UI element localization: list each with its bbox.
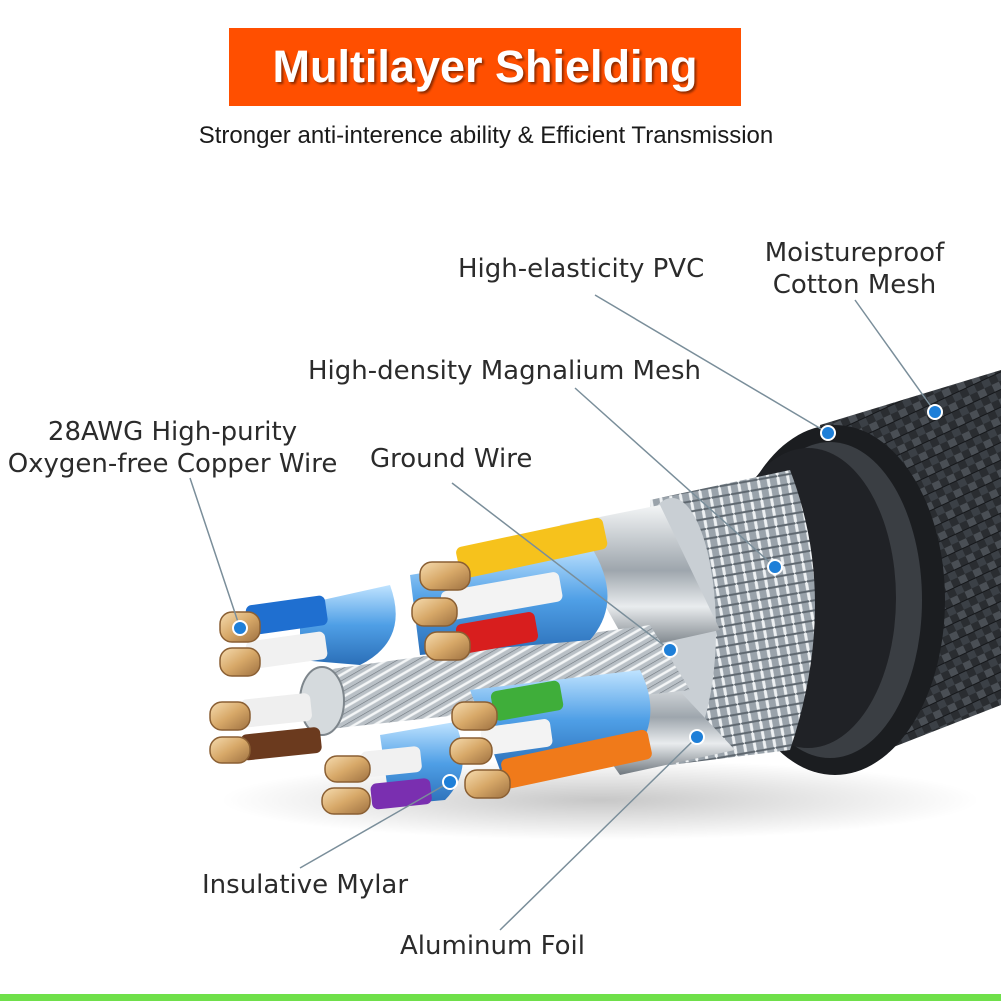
copper-end — [411, 597, 458, 627]
marker-dot-ground — [662, 642, 678, 658]
marker-dot-magnalium — [767, 559, 783, 575]
copper-wire-ends — [209, 561, 511, 815]
page-title: Multilayer Shielding — [272, 41, 698, 92]
label-aluminum-foil: Aluminum Foil — [400, 931, 585, 961]
conductor-white-4 — [480, 719, 553, 755]
marker-dot-foil — [689, 729, 705, 745]
label-mylar: Insulative Mylar — [202, 870, 409, 900]
copper-end — [219, 647, 261, 677]
conductor-white-1 — [245, 631, 328, 669]
copper-end — [209, 701, 251, 731]
label-pvc: High-elasticity PVC — [458, 254, 705, 284]
leader-magnalium — [574, 387, 776, 568]
label-copper-wire: 28AWG High-purity Oxygen-free Copper Wir… — [0, 416, 345, 480]
conductor-red — [455, 612, 539, 654]
conductor-white-5 — [360, 746, 422, 778]
copper-end — [424, 631, 471, 661]
conductor-white-2 — [440, 572, 563, 621]
label-cotton-mesh: Moistureproof Cotton Mesh — [752, 237, 957, 301]
leader-foil — [499, 736, 698, 931]
marker-dot-cotton — [927, 404, 943, 420]
label-cotton-line1: Moistureproof — [764, 238, 945, 268]
copper-end — [419, 561, 471, 591]
conductor-brown — [240, 727, 322, 761]
copper-end — [449, 737, 493, 765]
leader-lines — [189, 294, 936, 931]
copper-end — [209, 736, 251, 764]
copper-end — [324, 755, 371, 783]
marker-dot-copper — [232, 620, 248, 636]
conductor-yellow — [456, 517, 608, 579]
conductor-blue — [245, 595, 328, 635]
marker-dot-mylar — [442, 774, 458, 790]
label-ground-wire: Ground Wire — [370, 444, 533, 474]
leader-mylar — [299, 781, 451, 869]
conductor-white-3 — [240, 693, 312, 728]
marker-dots — [232, 404, 943, 790]
label-copper-line1: 28AWG High-purity — [47, 417, 298, 447]
leader-cotton — [854, 299, 936, 413]
bottom-accent-bar — [0, 994, 1001, 1001]
conductor-green — [490, 680, 564, 721]
label-copper-line2: Oxygen-free Copper Wire — [7, 449, 338, 479]
leader-ground — [451, 482, 671, 651]
ground-wire — [310, 625, 690, 730]
title-banner: Multilayer Shielding — [229, 28, 741, 106]
leader-copper — [189, 477, 241, 629]
subtitle: Stronger anti-interence ability & Effici… — [198, 122, 774, 149]
leader-pvc — [594, 294, 829, 434]
copper-end — [321, 787, 371, 815]
label-cotton-line2: Cotton Mesh — [772, 270, 937, 300]
label-magnalium: High-density Magnalium Mesh — [308, 356, 701, 386]
copper-end — [451, 701, 498, 731]
conductor-orange — [501, 729, 652, 789]
copper-end — [464, 769, 511, 799]
marker-dot-pvc — [820, 425, 836, 441]
